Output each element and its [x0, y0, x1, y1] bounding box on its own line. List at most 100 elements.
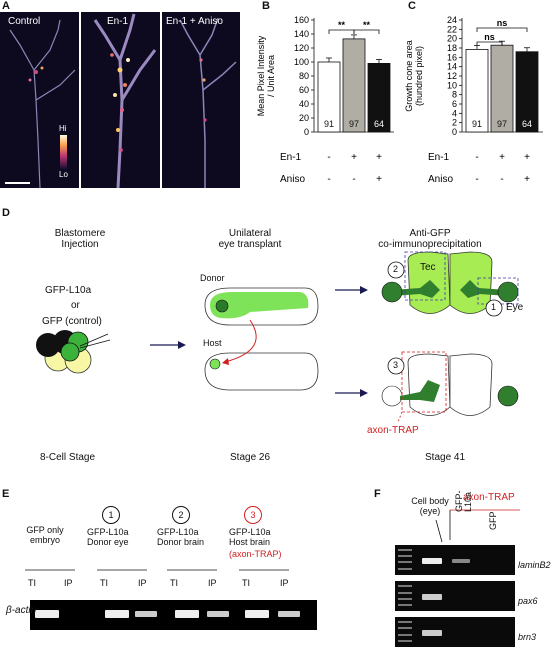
row2-sign: -: [475, 174, 478, 185]
gel-f: [395, 509, 520, 647]
y-tick-label: 24: [447, 15, 457, 25]
brain-top: [381, 251, 519, 314]
e-group-1-title: GFP only embryo: [26, 525, 64, 545]
y-tick-label: 160: [294, 15, 309, 25]
host-label: Host: [203, 338, 222, 348]
bar-n-label: 64: [522, 119, 532, 129]
sig-label: ns: [484, 32, 495, 42]
host-embryo: [204, 352, 319, 391]
e-lane-ti-1: TI: [28, 578, 36, 588]
e-axon-trap: (axon-TRAP): [229, 549, 282, 559]
stage-8cell: 8-Cell Stage: [40, 452, 96, 463]
or-label: or: [71, 300, 80, 311]
y-tick-label: 140: [294, 29, 309, 39]
chart-c: Growth cone area(hundred pixel) 0 24 681012…: [404, 15, 543, 185]
sig-label: **: [363, 20, 371, 30]
y-tick-label: 20: [447, 34, 457, 44]
label-en1: En-1: [107, 16, 129, 27]
row2-sign: -: [352, 174, 355, 185]
bar-n-label: 64: [374, 119, 384, 129]
row2-sign: -: [327, 174, 330, 185]
panel-d-letter: D: [2, 207, 10, 219]
y-tick-label: 8: [452, 90, 457, 100]
brain-bottom: [381, 351, 519, 423]
e-lane-ti-4: TI: [242, 578, 250, 588]
panel-b-letter: B: [262, 0, 270, 12]
y-tick-label: 20: [299, 113, 309, 123]
e-lane-ip-1: IP: [64, 578, 73, 588]
y-tick-label: 0: [452, 127, 457, 137]
y-tick-label: 18: [447, 43, 457, 53]
bar-n-label: 91: [472, 119, 482, 129]
sig-label: ns: [497, 18, 508, 28]
row-label-en1: En-1: [428, 152, 450, 163]
col2-title: Unilateral eye transplant: [218, 228, 282, 250]
gfp-l10a-label: GFP-L10a: [45, 285, 92, 296]
panel-c-letter: C: [408, 0, 416, 12]
sig-label: **: [338, 20, 346, 30]
sig-bracket: [476, 27, 528, 32]
e-group-3-title: GFP-L10a Donor brain: [157, 527, 205, 547]
y-tick-label: 80: [299, 71, 309, 81]
colorbar-lo: Lo: [59, 170, 68, 179]
bar-n-label: 97: [349, 119, 359, 129]
schematic-d: [36, 251, 519, 423]
circle-1-text: 1: [491, 302, 497, 312]
colorbar: [60, 135, 67, 169]
row-label-aniso: Aniso: [428, 174, 453, 185]
f-col-gfp: GFP: [488, 511, 498, 530]
e-gene-label: β-actin: [6, 605, 37, 616]
y-tick-label: 6: [452, 99, 457, 109]
y-tick-label: 60: [299, 85, 309, 95]
chart-b: Mean Pixel Intensity/ Unit Area020406080…: [256, 15, 394, 185]
y-tick-label: 12: [447, 71, 457, 81]
e-lane-ip-3: IP: [208, 578, 217, 588]
panel-f-letter: F: [374, 488, 381, 500]
y-axis-label: / Unit Area: [266, 55, 276, 97]
tec-label: Tec: [420, 262, 436, 273]
eye-label: Eye: [506, 302, 524, 313]
e-group-4-title: GFP-L10a Host brain: [229, 527, 271, 547]
row1-sign: +: [524, 152, 530, 163]
row-label-en1: En-1: [280, 152, 302, 163]
e-lane-ti-2: TI: [100, 578, 108, 588]
row1-sign: +: [376, 152, 382, 163]
e-lane-ti-3: TI: [170, 578, 178, 588]
row1-sign: -: [475, 152, 478, 163]
panel-a-letter: A: [2, 0, 10, 12]
colorbar-hi: Hi: [59, 124, 67, 133]
sig-bracket: [328, 29, 355, 34]
bar-n-label: 97: [497, 119, 507, 129]
col1-title: Blastomere Injection: [54, 228, 106, 250]
f-gene-2: pax6: [518, 596, 538, 606]
embryo-8cell: [36, 330, 111, 374]
row-label-aniso: Aniso: [280, 174, 305, 185]
col3-title: Anti-GFP co-immunoprecipitation: [378, 228, 482, 250]
sig-bracket: [476, 41, 503, 46]
row1-sign: -: [327, 152, 330, 163]
row2-sign: -: [500, 174, 503, 185]
gel-e: [25, 569, 317, 630]
donor-label: Donor: [200, 273, 225, 283]
y-tick-label: 100: [294, 57, 309, 67]
y-tick-label: 4: [452, 108, 457, 118]
y-tick-label: 16: [447, 52, 457, 62]
f-cell-body: Cell body (eye): [411, 496, 449, 516]
y-tick-label: 10: [447, 80, 457, 90]
y-tick-label: 40: [299, 99, 309, 109]
f-gene-3: brn3: [518, 632, 537, 642]
circle-2-text: 2: [393, 264, 399, 274]
panel-e-letter: E: [2, 488, 10, 500]
panel-a: [0, 12, 240, 189]
stage-26: Stage 26: [230, 452, 271, 463]
e-circle-2: 2: [172, 506, 190, 524]
y-tick-label: 14: [447, 62, 457, 72]
y-axis-label: (hundred pixel): [414, 46, 424, 106]
stage-41: Stage 41: [425, 452, 466, 463]
row1-sign: +: [499, 152, 505, 163]
y-tick-label: 22: [447, 24, 457, 34]
f-axon-trap: axon-TRAP: [463, 492, 515, 503]
y-axis-label: Growth cone area: [404, 40, 414, 112]
axon-trap-label-d: axon-TRAP: [367, 425, 419, 436]
e-circle-3: 3: [244, 506, 262, 524]
